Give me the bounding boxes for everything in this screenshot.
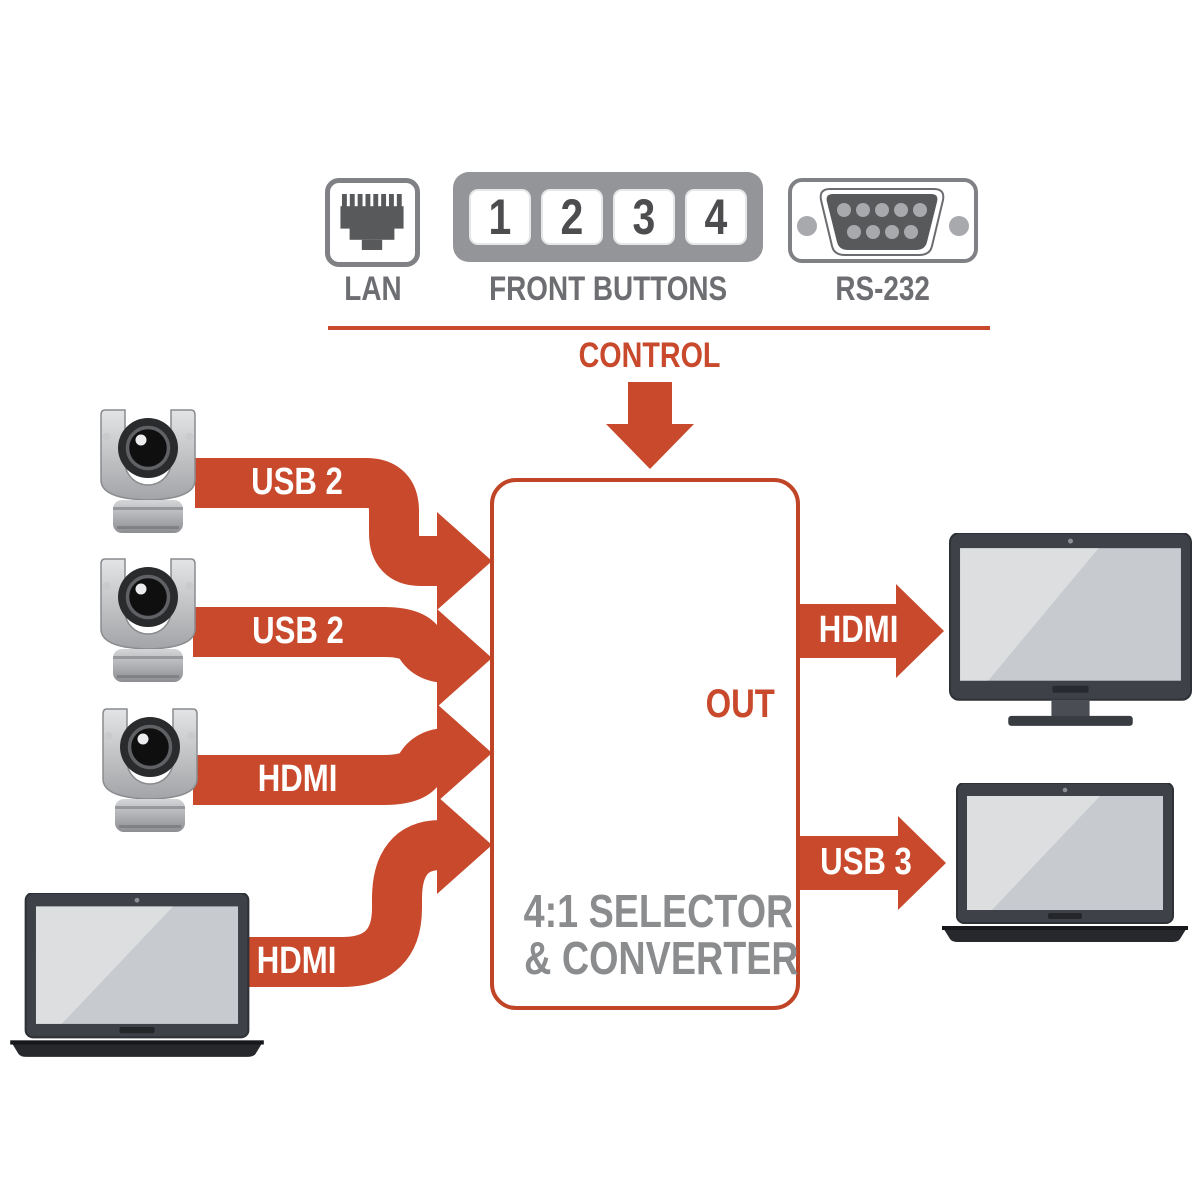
output-hdmi-arrow-head: [896, 584, 944, 678]
front-button-3: 3: [613, 189, 675, 245]
ptz-camera-1-icon: [98, 408, 198, 540]
out-label: OUT: [705, 682, 775, 726]
control-arrow-shaft: [628, 382, 672, 426]
ptz-camera-3-icon: [100, 707, 200, 839]
screw-hole-right: [949, 216, 969, 236]
rj45-port-icon: [340, 194, 404, 250]
input-arrow-2-head: [437, 609, 492, 707]
input-2-label: USB 2: [252, 610, 344, 652]
control-arrow-head: [606, 424, 694, 469]
front-button-4: 4: [685, 189, 747, 245]
lan-label: LAN: [343, 270, 402, 308]
input-3-label: HDMI: [258, 758, 338, 800]
output-laptop-icon: [940, 783, 1190, 945]
input-4-label: HDMI: [257, 940, 337, 982]
front-button-2: 2: [541, 189, 603, 245]
selector-converter-box: OUT 4:1 SELECTOR & CONVERTER: [490, 478, 800, 1010]
lan-port-frame: [325, 178, 420, 267]
rs232-label: RS-232: [835, 270, 931, 308]
input-arrow-1-head: [437, 512, 492, 610]
device-title-line2: & CONVERTER: [524, 932, 799, 985]
control-label: CONTROL: [579, 336, 721, 375]
device-title: 4:1 SELECTOR & CONVERTER: [494, 885, 799, 985]
front-buttons-panel: 1 2 3 4: [453, 172, 763, 262]
input-arrow-4-shaft: [240, 820, 466, 987]
input-arrow-4-head: [437, 796, 492, 894]
ptz-camera-2-icon: [98, 557, 198, 689]
screw-hole-left: [797, 216, 817, 236]
output-usb3-label: USB 3: [820, 841, 912, 883]
output-usb3-arrow-head: [898, 816, 946, 910]
input-arrow-3-shaft: [193, 728, 450, 805]
output-hdmi-label: HDMI: [819, 609, 899, 651]
output-usb3-arrow-shaft: [800, 836, 899, 890]
device-title-line1: 4:1 SELECTOR: [523, 885, 794, 938]
output-hdmi-arrow-shaft: [800, 604, 897, 658]
output-monitor-icon: [948, 533, 1193, 734]
rs232-port-frame: [788, 178, 978, 263]
db9-connector-icon: [819, 188, 945, 256]
front-button-1: 1: [469, 189, 531, 245]
input-1-label: USB 2: [251, 461, 343, 503]
input-arrow-1-shaft: [195, 458, 446, 586]
input-arrow-3-head: [437, 704, 492, 802]
control-group-line: [328, 326, 990, 330]
front-buttons-label: FRONT BUTTONS: [488, 270, 728, 308]
input-arrow-2-shaft: [193, 607, 450, 683]
